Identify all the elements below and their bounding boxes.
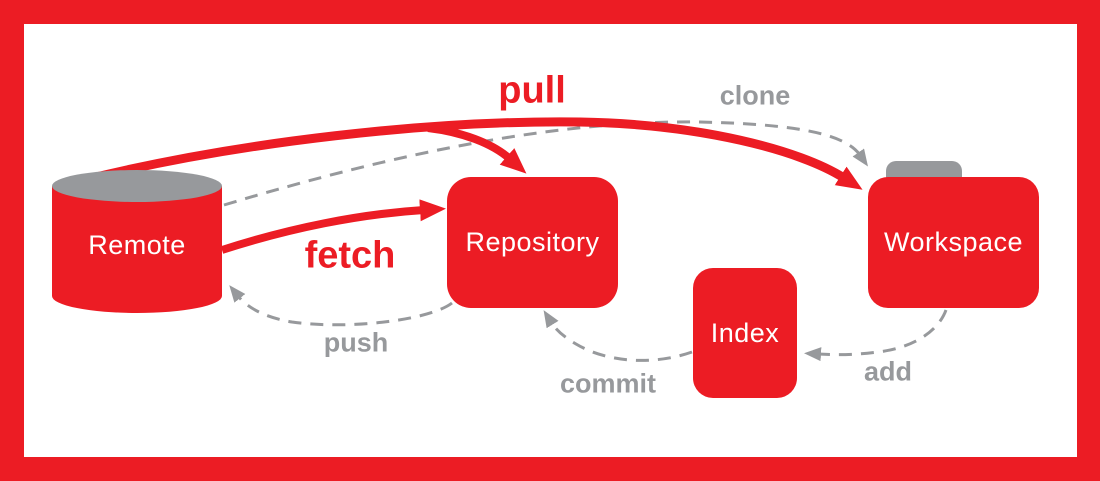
- commit-action-label: commit: [559, 368, 657, 399]
- remote-node: Remote: [52, 170, 222, 313]
- index-node: Index: [693, 268, 797, 398]
- remote-cylinder-body: [52, 186, 222, 313]
- workspace-node-label: Workspace: [883, 227, 1024, 257]
- workspace-node: Workspace: [868, 177, 1039, 308]
- repository-node: Repository: [447, 177, 618, 308]
- add-action-label: add: [863, 356, 913, 387]
- remote-cylinder-top: [52, 170, 222, 202]
- repository-node-label: Repository: [465, 227, 600, 257]
- add-arrow: [804, 309, 948, 362]
- push-arrow: [229, 285, 453, 327]
- pull-branch-arrow: [427, 124, 527, 174]
- fetch-action-label: fetch: [304, 234, 396, 277]
- pull-arrow: [90, 117, 863, 190]
- push-action-label: push: [323, 327, 389, 358]
- pull-action-label: pull: [498, 69, 566, 112]
- index-node-label: Index: [710, 317, 780, 348]
- remote-node-label: Remote: [88, 230, 186, 260]
- clone-action-label: clone: [719, 80, 791, 111]
- commit-arrow: [543, 310, 693, 362]
- fetch-arrow: [220, 199, 446, 254]
